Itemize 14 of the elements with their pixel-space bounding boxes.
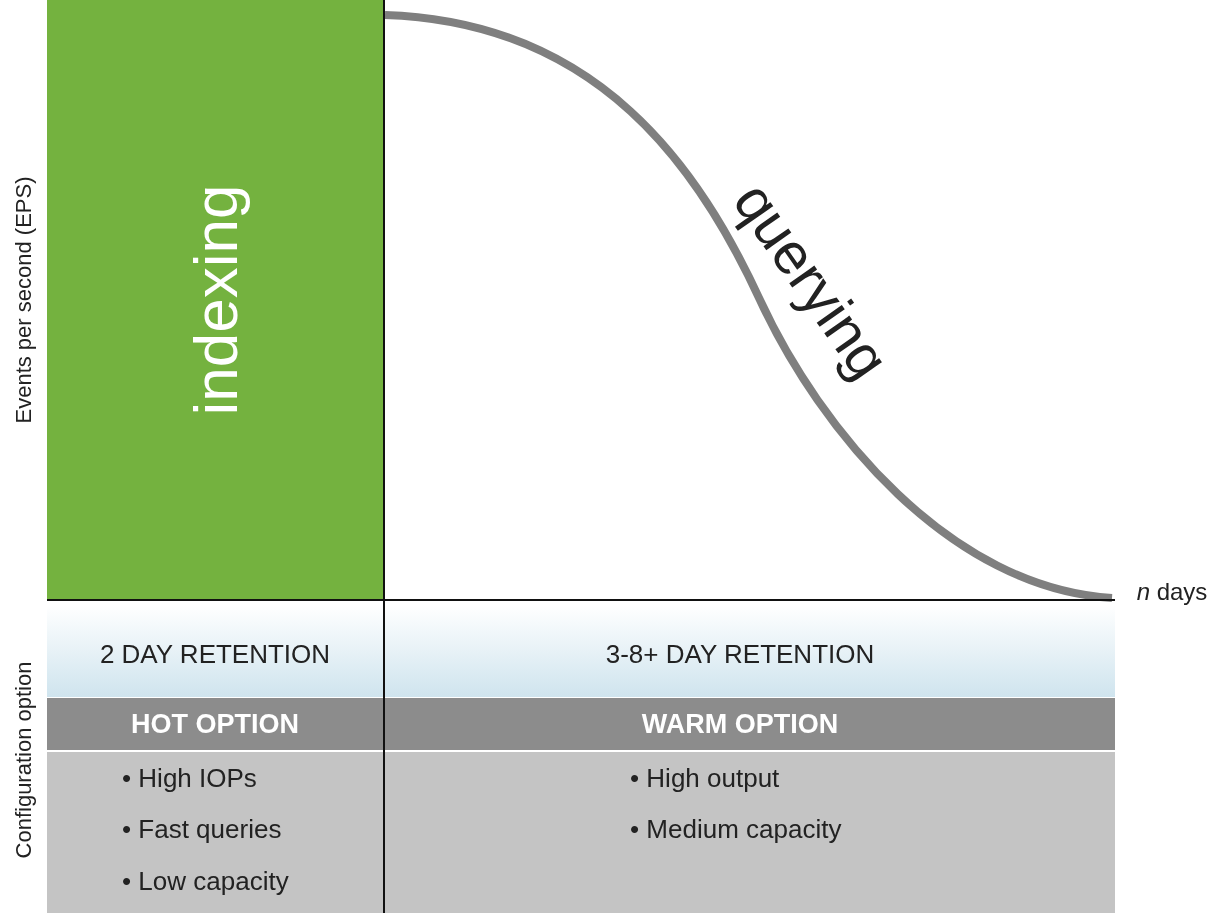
column-heading: 3-8+ DAY RETENTION [605, 638, 875, 670]
axis-label: Events per second (EPS) [11, 176, 37, 424]
axis-label: n days [1136, 578, 1208, 606]
list-item: • High IOPs [122, 762, 257, 794]
column-heading: HOT OPTION [131, 708, 299, 740]
bar-label: indexing [179, 184, 251, 416]
list-item: • High output [630, 762, 780, 794]
list-item: • Low capacity [122, 865, 289, 897]
list-item: • Fast queries [122, 813, 282, 845]
column-heading: 2 DAY RETENTION [99, 638, 331, 670]
axis-label: Configuration option [11, 661, 37, 859]
column-heading: WARM OPTION [641, 708, 839, 740]
list-item: • Medium capacity [630, 813, 842, 845]
indexing-bar [47, 0, 383, 600]
